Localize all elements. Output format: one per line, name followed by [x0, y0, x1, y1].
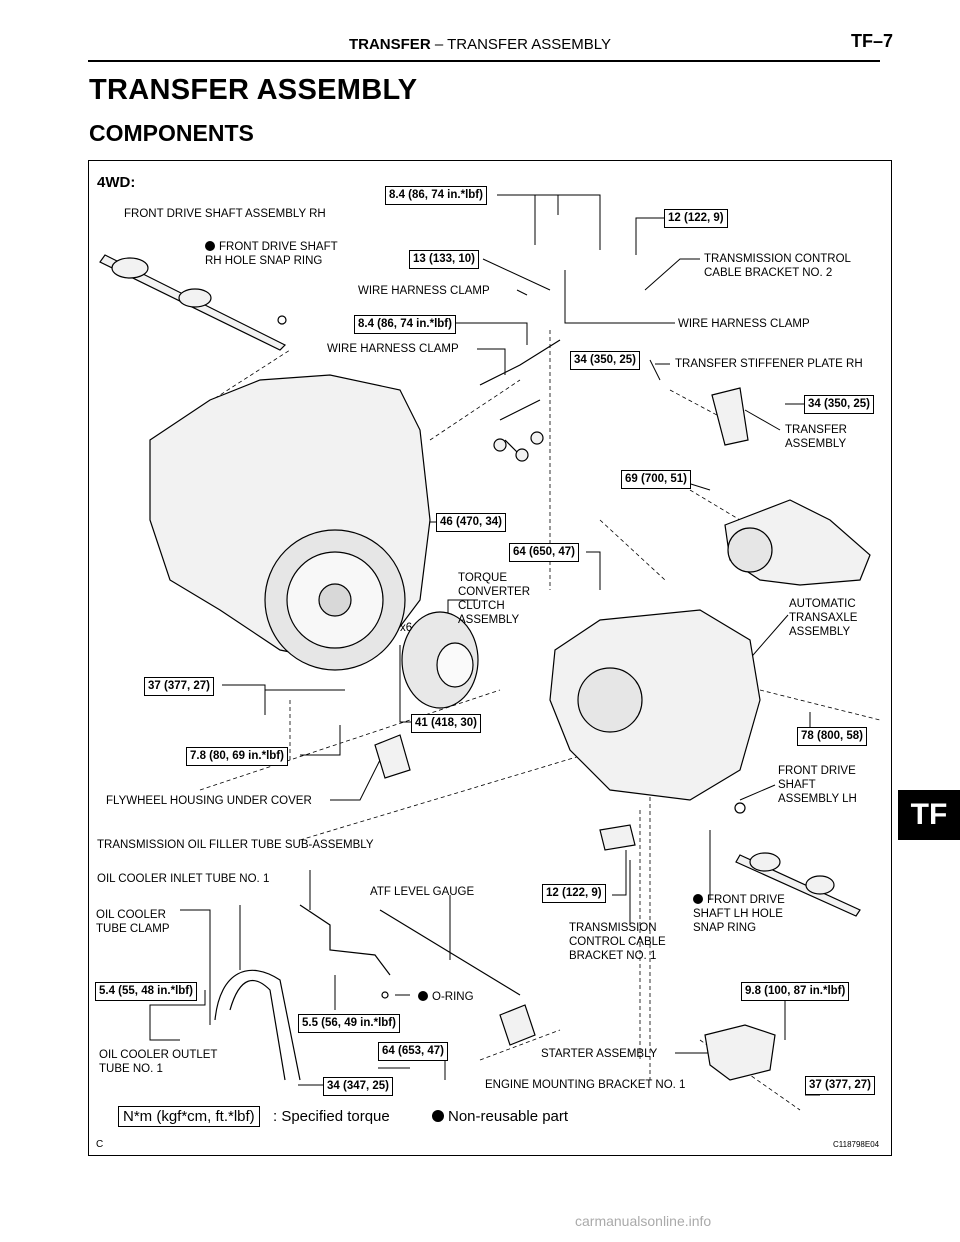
- legend-torque-unit: N*m (kgf*cm, ft.*lbf): [118, 1106, 260, 1127]
- torque-box: 69 (700, 51): [621, 470, 692, 489]
- torque-box: 41 (418, 30): [411, 714, 482, 733]
- diagram-frame: [88, 160, 892, 1156]
- label-snap-ring-lh: FRONT DRIVE SHAFT LH HOLE SNAP RING: [693, 894, 785, 934]
- label-wire-harness-clamp-2: WIRE HARNESS CLAMP: [678, 318, 810, 330]
- label-x6: x6: [400, 622, 413, 634]
- label-wire-harness-clamp-3: WIRE HARNESS CLAMP: [327, 343, 459, 355]
- torque-box: 7.8 (80, 69 in.*lbf): [186, 747, 288, 766]
- torque-box: 5.5 (56, 49 in.*lbf): [298, 1014, 400, 1033]
- label-flywheel-cover: FLYWHEEL HOUSING UNDER COVER: [106, 795, 312, 807]
- label-front-drive-shaft-rh: FRONT DRIVE SHAFT ASSEMBLY RH: [124, 208, 326, 220]
- torque-box: 64 (653, 47): [378, 1042, 449, 1061]
- torque-box: 5.4 (55, 48 in.*lbf): [95, 982, 197, 1001]
- label-auto-transaxle: AUTOMATIC TRANSAXLE ASSEMBLY: [789, 598, 858, 638]
- page-title: TRANSFER ASSEMBLY: [89, 74, 418, 106]
- torque-box: 78 (800, 58): [797, 727, 868, 746]
- torque-box: 8.4 (86, 74 in.*lbf): [354, 315, 456, 334]
- nonreusable-dot-icon: [418, 991, 428, 1001]
- label-starter: STARTER ASSEMBLY: [541, 1048, 658, 1060]
- section-subtitle: COMPONENTS: [89, 120, 254, 146]
- header-separator: –: [434, 36, 444, 53]
- label-engine-mount-bracket: ENGINE MOUNTING BRACKET NO. 1: [485, 1079, 686, 1091]
- torque-box: 13 (133, 10): [409, 250, 480, 269]
- header-subsection: TRANSFER ASSEMBLY: [447, 36, 612, 53]
- label-atf-gauge: ATF LEVEL GAUGE: [370, 886, 475, 898]
- page-header: TRANSFER – TRANSFER ASSEMBLY: [0, 36, 960, 53]
- label-stiffener-plate: TRANSFER STIFFENER PLATE RH: [675, 358, 863, 370]
- label-torque-converter: TORQUE CONVERTER CLUTCH ASSEMBLY: [458, 572, 530, 626]
- nonreusable-dot-icon: [693, 894, 703, 904]
- label-oil-cooler-outlet: OIL COOLER OUTLET TUBE NO. 1: [99, 1049, 218, 1075]
- figure-id: C118798E04: [833, 1140, 880, 1149]
- label-trans-control-bracket-1: TRANSMISSION CONTROL CABLE BRACKET NO. 1: [569, 922, 666, 962]
- nonreusable-dot-icon: [205, 241, 215, 251]
- torque-box: 34 (347, 25): [323, 1077, 394, 1096]
- torque-box: 34 (350, 25): [570, 351, 641, 370]
- variant-label: 4WD:: [97, 174, 136, 191]
- legend-nonreusable: Non-reusable part: [432, 1108, 568, 1125]
- torque-box: 37 (377, 27): [805, 1076, 876, 1095]
- label-oil-filler-tube: TRANSMISSION OIL FILLER TUBE SUB-ASSEMBL…: [97, 839, 374, 851]
- label-oil-cooler-clamp: OIL COOLER TUBE CLAMP: [96, 909, 170, 935]
- header-rule: [88, 60, 880, 62]
- legend-torque-desc: : Specified torque: [273, 1108, 390, 1125]
- section-tab: TF: [898, 790, 960, 840]
- torque-box: 12 (122, 9): [542, 884, 606, 903]
- torque-box: 46 (470, 34): [436, 513, 507, 532]
- label-trans-control-bracket-2: TRANSMISSION CONTROL CABLE BRACKET NO. 2: [704, 253, 851, 279]
- label-front-drive-shaft-lh: FRONT DRIVE SHAFT ASSEMBLY LH: [778, 765, 857, 805]
- label-o-ring: O-RING: [418, 990, 474, 1004]
- label-oil-cooler-inlet: OIL COOLER INLET TUBE NO. 1: [97, 873, 270, 885]
- torque-box: 9.8 (100, 87 in.*lbf): [741, 982, 850, 1001]
- page-number: TF–7: [851, 31, 894, 51]
- header-section: TRANSFER: [348, 36, 431, 53]
- torque-box: 8.4 (86, 74 in.*lbf): [385, 186, 487, 205]
- label-wire-harness-clamp-1: WIRE HARNESS CLAMP: [358, 285, 490, 297]
- torque-box: 37 (377, 27): [144, 677, 215, 696]
- nonreusable-dot-icon: [432, 1110, 444, 1122]
- label-transfer-assembly: TRANSFER ASSEMBLY: [785, 424, 847, 450]
- corner-code: C: [96, 1139, 104, 1150]
- watermark: carmanualsonline.info: [575, 1213, 712, 1229]
- torque-box: 34 (350, 25): [804, 395, 875, 414]
- torque-box: 12 (122, 9): [664, 209, 728, 228]
- label-snap-ring-rh: FRONT DRIVE SHAFT RH HOLE SNAP RING: [205, 241, 338, 267]
- torque-box: 64 (650, 47): [509, 543, 580, 562]
